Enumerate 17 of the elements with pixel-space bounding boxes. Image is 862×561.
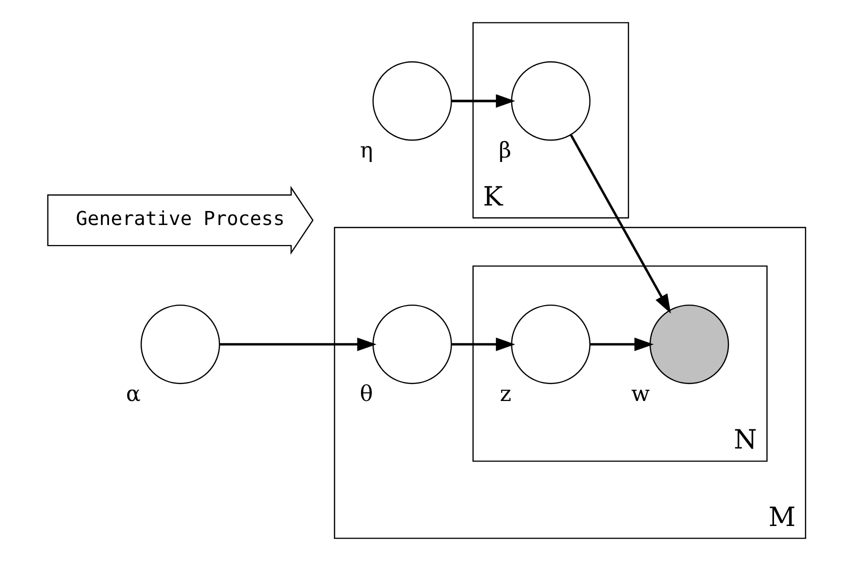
arrow xyxy=(590,338,654,352)
node-circle xyxy=(372,61,452,141)
arrow xyxy=(451,338,515,352)
arrow xyxy=(569,134,670,314)
arrow xyxy=(451,94,515,108)
node-circle xyxy=(140,304,220,384)
node-label: w xyxy=(630,382,650,407)
arrow xyxy=(219,338,376,352)
node-label: η xyxy=(359,138,372,164)
node-circle xyxy=(649,304,729,384)
node-label: θ xyxy=(359,382,372,407)
node-label: z xyxy=(499,382,511,407)
node-circle xyxy=(372,304,452,384)
node-circle xyxy=(510,304,590,384)
node-circle xyxy=(510,61,590,141)
node-label: β xyxy=(498,138,511,164)
node-label: α xyxy=(126,382,140,407)
